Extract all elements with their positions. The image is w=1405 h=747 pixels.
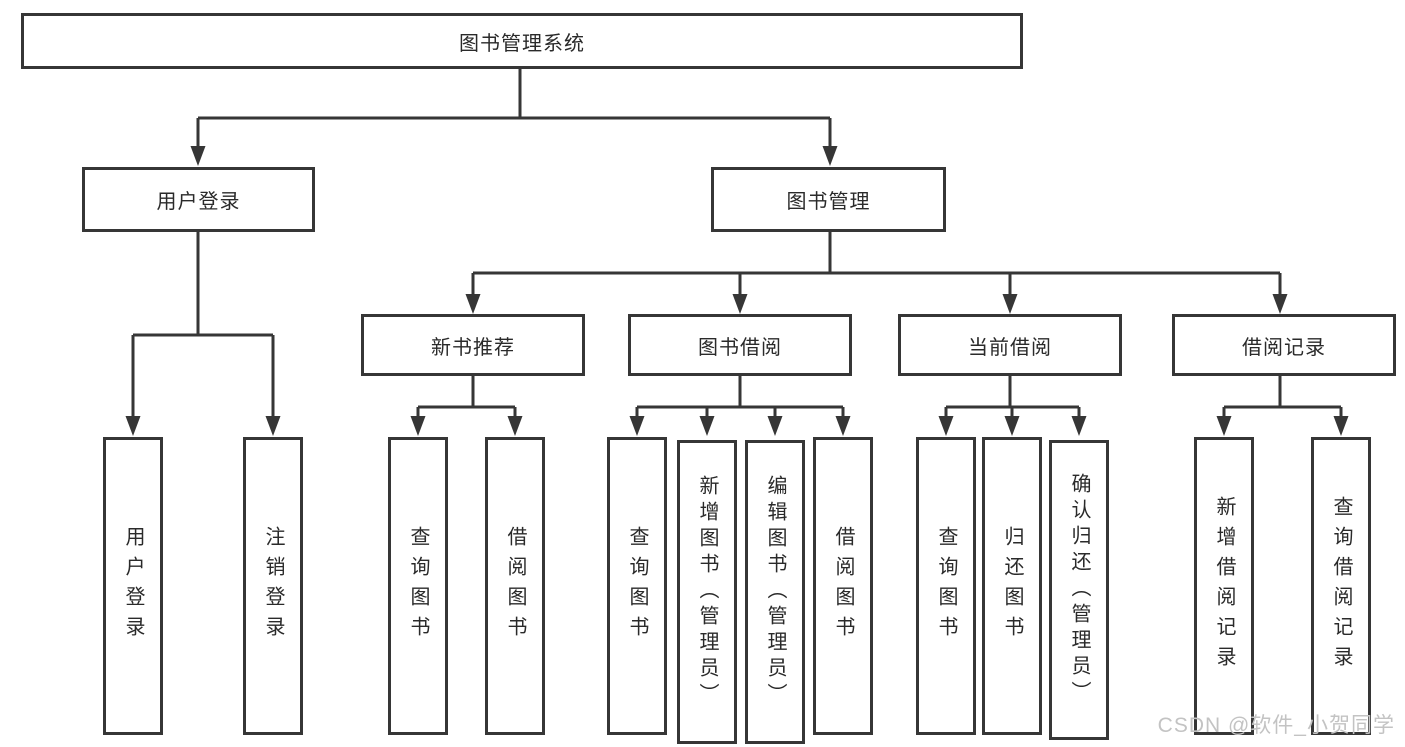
arrowheads — [125, 146, 1349, 436]
node-query-books-recommend: 查询图书 — [388, 437, 448, 735]
csdn-watermark: CSDN @软件_小贺同学 — [1157, 714, 1395, 737]
node-borrowing-records: 借阅记录 — [1172, 314, 1396, 376]
node-new-book-recommend: 新书推荐 — [361, 314, 585, 376]
node-label: 新增图书（管理员） — [696, 475, 718, 709]
node-label: 当前借阅 — [968, 336, 1052, 359]
node-label: 用户登录 — [122, 526, 144, 646]
node-label: 图书借阅 — [698, 336, 782, 359]
node-label: 编辑图书（管理员） — [764, 475, 786, 709]
node-label: 借阅图书 — [504, 526, 526, 646]
node-current-borrowing: 当前借阅 — [898, 314, 1122, 376]
node-label: 图书管理系统 — [459, 32, 585, 55]
node-add-borrow-record: 新增借阅记录 — [1194, 437, 1254, 735]
node-edit-book-admin: 编辑图书（管理员） — [745, 440, 805, 744]
node-label: 借阅图书 — [832, 526, 854, 646]
node-root-system: 图书管理系统 — [21, 13, 1023, 69]
connector-paths — [131, 69, 1343, 418]
node-label: 借阅记录 — [1242, 336, 1326, 359]
node-return-books: 归还图书 — [982, 437, 1042, 735]
node-query-borrow-record: 查询借阅记录 — [1311, 437, 1371, 735]
node-logout: 注销登录 — [243, 437, 303, 735]
node-borrow-books-leaf: 借阅图书 — [813, 437, 873, 735]
node-label: 归还图书 — [1001, 526, 1023, 646]
node-label: 查询借阅记录 — [1330, 496, 1352, 676]
node-label: 新增借阅记录 — [1213, 496, 1235, 676]
node-query-books-current: 查询图书 — [916, 437, 976, 735]
node-label: 图书管理 — [786, 191, 871, 213]
node-borrow-books-recommend: 借阅图书 — [485, 437, 545, 735]
node-book-management: 图书管理 — [711, 167, 946, 232]
node-label: 用户登录 — [156, 191, 241, 213]
node-query-books-borrow: 查询图书 — [607, 437, 667, 735]
node-book-borrowing: 图书借阅 — [628, 314, 852, 376]
node-confirm-return-admin: 确认归还（管理员） — [1049, 440, 1109, 740]
node-user-login-leaf: 用户登录 — [103, 437, 163, 735]
node-label: 查询图书 — [626, 526, 648, 646]
node-label: 查询图书 — [407, 526, 429, 646]
node-label: 确认归还（管理员） — [1068, 473, 1090, 707]
node-label: 注销登录 — [262, 526, 284, 646]
node-label: 新书推荐 — [431, 336, 515, 359]
node-user-login-module: 用户登录 — [82, 167, 315, 232]
node-label: 查询图书 — [935, 526, 957, 646]
node-add-book-admin: 新增图书（管理员） — [677, 440, 737, 744]
